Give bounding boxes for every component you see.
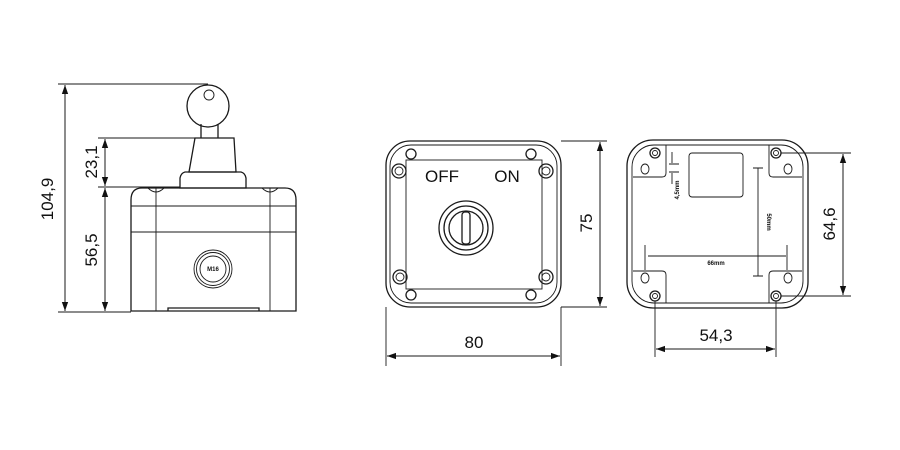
key-hole: [203, 89, 215, 101]
vertical-label: 50mm: [765, 213, 771, 230]
lock-collar: [179, 171, 247, 189]
label-on: ON: [494, 167, 520, 186]
front-outline-inner: [389, 144, 558, 304]
body-height-label: 56,5: [82, 233, 101, 266]
key-shank: [200, 124, 219, 138]
horizontal-label: 66mm: [707, 261, 724, 267]
lock-neck: [188, 137, 237, 173]
offset-marks: [669, 152, 679, 184]
height-label: 75: [577, 214, 596, 233]
key-head: [186, 84, 230, 128]
screws: [391, 148, 554, 301]
offset-label: 4,5mm: [675, 180, 681, 199]
key-switch: [438, 200, 494, 256]
body-notches: [147, 187, 279, 193]
extension-lines: [58, 83, 208, 313]
label-off: OFF: [425, 167, 459, 186]
inner-vertical-ticks: [753, 167, 763, 277]
enclosure-body: [130, 187, 297, 312]
side-view: M16 104,9 23,1 56,5: [38, 83, 297, 313]
body-lines: [131, 188, 296, 311]
corner-pads: [633, 145, 802, 303]
hole-width-label: 54,3: [699, 326, 732, 345]
key-height-label: 23,1: [82, 145, 101, 178]
back-outline-inner: [631, 144, 804, 304]
total-height-label: 104,9: [38, 178, 57, 221]
back-outline: [626, 139, 809, 309]
mounting-holes: [640, 147, 793, 302]
label-area: [688, 152, 744, 198]
cable-gland: M16: [193, 249, 233, 289]
hole-height-label: 64,6: [820, 207, 839, 240]
back-view: 4,5mm 50mm 66mm 64,6 54,3: [626, 139, 851, 357]
inner-horizontal-ticks: [644, 245, 788, 270]
gland-label: M16: [207, 267, 219, 273]
front-panel: [405, 159, 543, 290]
front-view: OFF ON 80 75: [385, 140, 607, 366]
extension-lines: [654, 152, 851, 357]
extension-lines: [385, 140, 607, 366]
front-outline: [385, 140, 562, 308]
body-foot: [167, 307, 260, 311]
width-label: 80: [465, 333, 484, 352]
